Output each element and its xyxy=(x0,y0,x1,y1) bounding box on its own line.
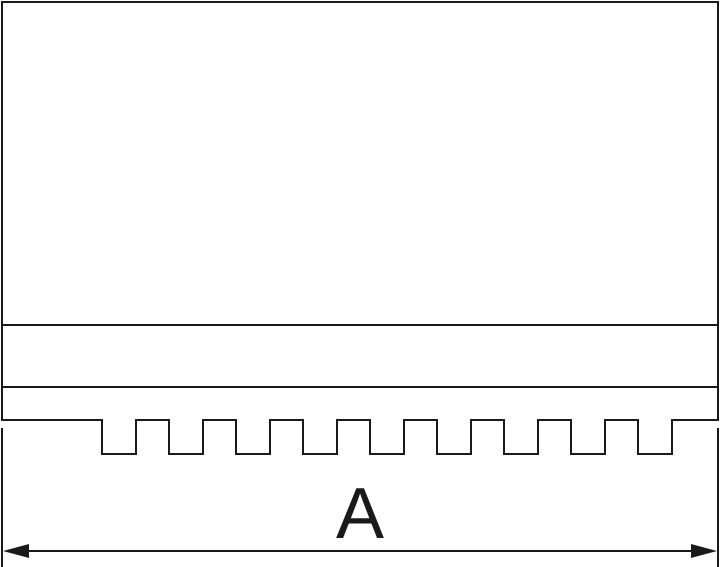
serration-profile xyxy=(1,325,719,455)
jaw-body xyxy=(1,1,719,326)
arrowhead-right xyxy=(691,544,717,558)
arrowhead-left xyxy=(3,544,29,558)
dimension-label: A xyxy=(336,474,384,554)
